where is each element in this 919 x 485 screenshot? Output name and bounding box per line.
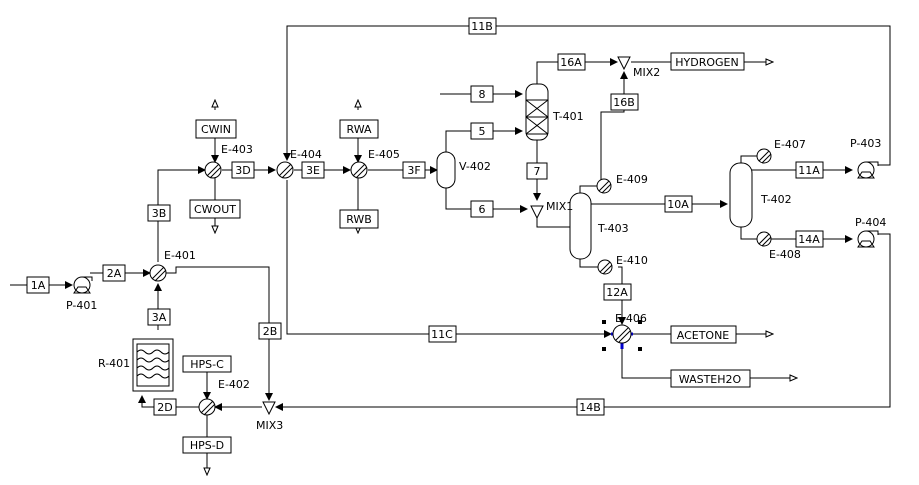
utility-rwa: RWA — [347, 123, 372, 136]
stream-1a: 1A — [31, 279, 46, 292]
tag-v402: V-402 — [459, 160, 491, 173]
exchanger-e405-icon — [350, 161, 368, 179]
exchanger-e403-icon — [204, 161, 222, 179]
equipment — [73, 56, 879, 416]
tag-e403: E-403 — [221, 143, 253, 156]
unit-tags: P-401 E-401 E-403 E-404 E-405 V-402 T-40… — [66, 66, 886, 432]
tag-p403: P-403 — [850, 137, 881, 150]
exchanger-e407-icon — [756, 148, 772, 164]
exchanger-e404-icon — [276, 161, 294, 179]
product-acetone: ACETONE — [677, 329, 730, 342]
stream-2d: 2D — [157, 401, 172, 414]
pump-p404-icon — [857, 230, 879, 248]
stream-5: 5 — [479, 125, 486, 138]
stream-3e: 3E — [306, 164, 320, 177]
tag-e409: E-409 — [616, 173, 648, 186]
tag-mix3: MIX3 — [256, 419, 283, 432]
exchanger-e406-icon[interactable] — [602, 320, 642, 351]
exchanger-e409-icon — [596, 178, 612, 194]
exchanger-e402-icon — [198, 398, 216, 416]
exchanger-e408-icon — [756, 231, 772, 247]
stream-16a: 16A — [560, 56, 582, 69]
column-t402-icon — [729, 162, 753, 228]
stream-2b: 2B — [263, 325, 278, 338]
tag-r401: R-401 — [98, 357, 130, 370]
tag-p404: P-404 — [855, 216, 886, 229]
tag-mix1: MIX1 — [546, 200, 573, 213]
utility-rwb: RWB — [346, 213, 372, 226]
tag-e408: E-408 — [769, 248, 801, 261]
stream-6: 6 — [479, 203, 486, 216]
exchanger-e410-icon — [597, 259, 613, 275]
flash-drum-v402-icon — [436, 151, 456, 189]
utility-hps-c: HPS-C — [190, 358, 224, 371]
mixer-mix2-icon — [617, 56, 631, 71]
column-t401-icon — [525, 83, 549, 141]
product-hydrogen: HYDROGEN — [675, 56, 738, 69]
stream-10a: 10A — [667, 198, 689, 211]
tag-p401: P-401 — [66, 299, 97, 312]
mixer-mix1-icon — [530, 205, 544, 220]
utility-cwout: CWOUT — [194, 203, 236, 216]
tag-e401: E-401 — [164, 249, 196, 262]
stream-2a: 2A — [107, 267, 122, 280]
tag-e402: E-402 — [218, 378, 250, 391]
exchanger-e401-icon — [149, 264, 167, 282]
tag-e404: E-404 — [290, 148, 322, 161]
stream-3d: 3D — [235, 164, 250, 177]
stream-labels: 1A 2A 3A 3B 3D 3E 3F 5 6 8 7 16A 16B 10A… — [26, 17, 824, 416]
stream-11b: 11B — [471, 20, 493, 33]
column-t403-icon — [569, 192, 592, 260]
pump-p401-icon — [73, 276, 93, 294]
tag-t403: T-403 — [597, 222, 629, 235]
stream-14b: 14B — [579, 401, 601, 414]
stream-11c: 11C — [431, 328, 453, 341]
stream-lines — [10, 25, 891, 475]
pump-p403-icon — [857, 161, 879, 179]
stream-8: 8 — [479, 88, 486, 101]
stream-14a: 14A — [798, 233, 820, 246]
tag-mix2: MIX2 — [633, 66, 660, 79]
stream-3b: 3B — [152, 207, 167, 220]
stream-3f: 3F — [407, 164, 420, 177]
utility-cwin: CWIN — [201, 123, 231, 136]
utility-labels: CWIN CWOUT RWA RWB HPS-C HPS-D HYDROGEN … — [182, 52, 751, 454]
tag-e405: E-405 — [368, 148, 400, 161]
tag-t401: T-401 — [552, 110, 584, 123]
reactor-r401-icon — [132, 338, 174, 392]
product-wasteh2o: WASTEH2O — [679, 373, 742, 386]
stream-3a: 3A — [152, 311, 167, 324]
tag-t402: T-402 — [760, 193, 792, 206]
utility-hps-d: HPS-D — [190, 439, 224, 452]
stream-12a: 12A — [606, 286, 628, 299]
mixer-mix3-icon — [262, 401, 276, 416]
tag-e407: E-407 — [774, 138, 806, 151]
tag-e410: E-410 — [616, 254, 648, 267]
stream-16b: 16B — [613, 96, 635, 109]
stream-11a: 11A — [798, 164, 820, 177]
tag-e406: E-406 — [615, 312, 647, 325]
stream-7: 7 — [534, 165, 541, 178]
